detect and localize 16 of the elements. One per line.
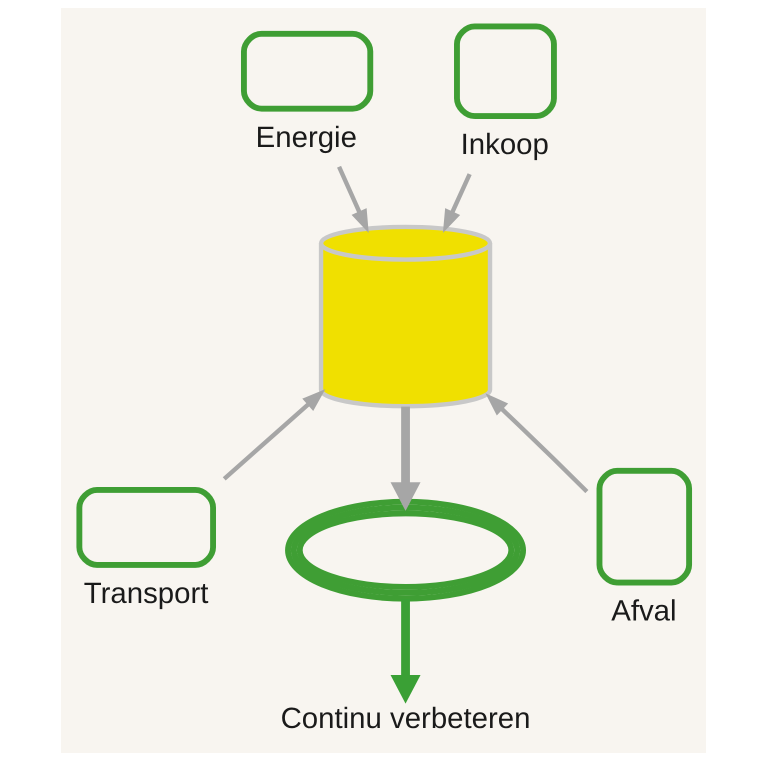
arrow [222, 389, 325, 481]
node-label: Energie [255, 120, 356, 154]
node-picture [284, 498, 526, 602]
node-text: Continu verbeteren [280, 702, 530, 735]
arrow [390, 598, 420, 704]
node-box [76, 487, 216, 568]
node-box [240, 30, 373, 112]
node-label: Afval [610, 594, 676, 628]
arrow [390, 406, 420, 511]
node-box [596, 468, 692, 586]
node-label: Inkoop [460, 128, 548, 162]
arrow [484, 393, 588, 494]
node-box [454, 23, 556, 119]
arrow [336, 166, 368, 233]
arrow [442, 173, 472, 233]
node-label: Transport [83, 577, 208, 610]
